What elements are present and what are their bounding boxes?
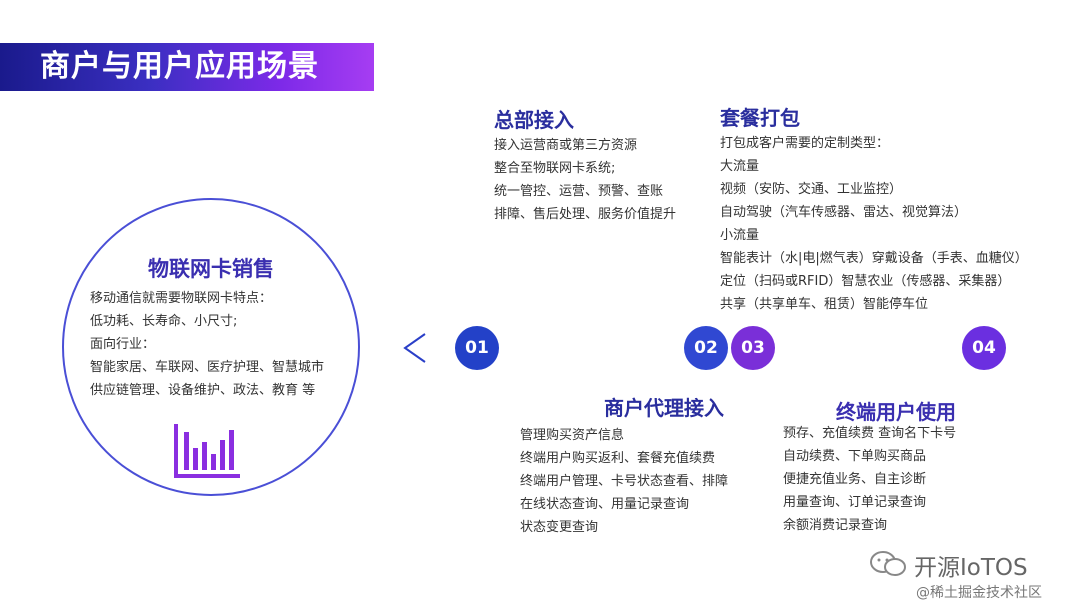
package-line: 视频（安防、交通、工业监控）: [720, 182, 903, 197]
main-title: 物联网卡销售: [148, 257, 274, 281]
package-line: 自动驾驶（汽车传感器、雷达、视觉算法）: [720, 205, 968, 220]
main-line: 智能家居、车联网、医疗护理、智慧城市: [90, 360, 325, 375]
package-line: 大流量: [720, 159, 760, 174]
main-lines: 移动通信就需要物联网卡特点： 低功耗、长寿命、小尺寸; 面向行业： 智能家居、车…: [90, 287, 324, 402]
node-04: 04: [962, 326, 1006, 370]
package-line: 智能表计（水|电|燃气表）穿戴设备（手表、血糖仪）: [720, 251, 1028, 266]
agent-title: 商户代理接入: [604, 396, 724, 420]
arrow-left-icon: [403, 333, 426, 363]
hq-title: 总部接入: [494, 108, 574, 132]
node-02: 02: [684, 326, 728, 370]
main-line: 面向行业：: [90, 337, 156, 352]
page-title: 商户与用户应用场景: [40, 49, 319, 84]
main-line: 低功耗、长寿命、小尺寸;: [90, 314, 238, 329]
package-title: 套餐打包: [720, 106, 800, 130]
package-line: 定位（扫码或RFID）智慧农业（传感器、采集器）: [720, 274, 1011, 289]
hq-line: 统一管控、运营、预警、查账: [494, 184, 664, 199]
hq-line: 接入运营商或第三方资源: [494, 138, 638, 153]
title-banner: [0, 43, 374, 91]
main-circle: [62, 198, 360, 496]
agent-line: 状态变更查询: [520, 520, 599, 535]
package-line: 打包成客户需要的定制类型：: [720, 136, 890, 151]
agent-line: 终端用户购买返利、套餐充值续费: [520, 451, 716, 466]
enduser-title: 终端用户使用: [836, 400, 956, 424]
enduser-line: 预存、充值续费 查询名下卡号: [783, 426, 957, 441]
package-line: 小流量: [720, 228, 760, 243]
enduser-line: 自动续费、下单购买商品: [783, 449, 927, 464]
hq-line: 排障、售后处理、服务价值提升: [494, 207, 677, 222]
main-line: 供应链管理、设备维护、政法、教育 等: [90, 383, 316, 398]
hq-line: 整合至物联网卡系统;: [494, 161, 616, 176]
community-text: @稀土掘金技术社区: [916, 585, 1042, 601]
wechat-icon: [870, 551, 906, 576]
hq-lines: 接入运营商或第三方资源 整合至物联网卡系统; 统一管控、运营、预警、查账 排障、…: [494, 134, 676, 226]
enduser-lines: 预存、充值续费 查询名下卡号 自动续费、下单购买商品 便捷充值业务、自主诊断 用…: [783, 422, 956, 537]
agent-line: 终端用户管理、卡号状态查看、排障: [520, 474, 729, 489]
main-line: 移动通信就需要物联网卡特点：: [90, 291, 273, 306]
bar-chart-icon: [174, 424, 240, 478]
node-01: 01: [455, 326, 499, 370]
package-lines: 打包成客户需要的定制类型： 大流量 视频（安防、交通、工业监控） 自动驾驶（汽车…: [720, 132, 1028, 316]
enduser-line: 用量查询、订单记录查询: [783, 495, 927, 510]
agent-lines: 管理购买资产信息 终端用户购买返利、套餐充值续费 终端用户管理、卡号状态查看、排…: [520, 424, 728, 539]
node-03: 03: [731, 326, 775, 370]
watermark-text: 开源IoTOS: [914, 555, 1028, 581]
enduser-line: 便捷充值业务、自主诊断: [783, 472, 927, 487]
agent-line: 在线状态查询、用量记录查询: [520, 497, 690, 512]
agent-line: 管理购买资产信息: [520, 428, 625, 443]
package-line: 共享（共享单车、租赁）智能停车位: [720, 297, 929, 312]
enduser-line: 余额消费记录查询: [783, 518, 888, 533]
